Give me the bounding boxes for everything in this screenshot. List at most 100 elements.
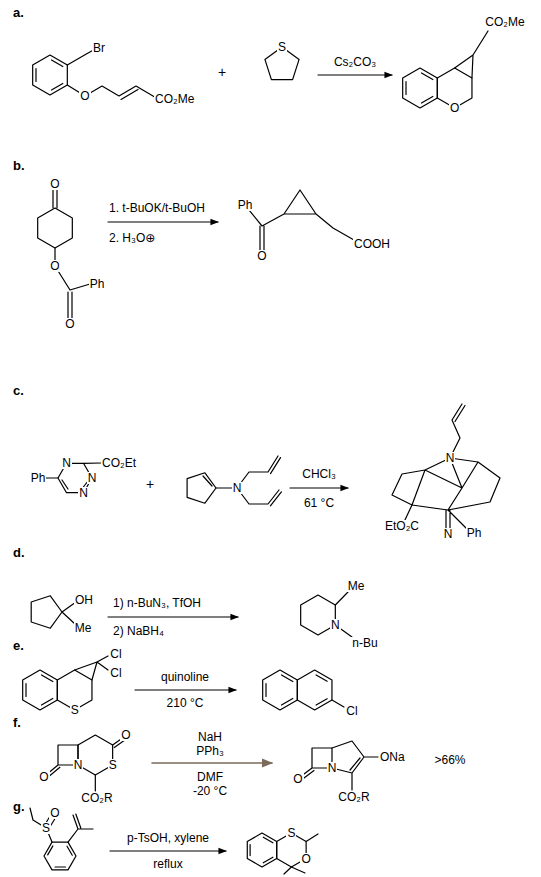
reaction-a: [33, 31, 488, 108]
atom-label: O: [449, 102, 460, 114]
reagent-label: CHCl₃: [301, 468, 337, 480]
reaction-f: [95, 737, 125, 791]
reaction-e: [263, 670, 298, 710]
atom-label: O: [292, 773, 303, 785]
plus-sign: +: [217, 65, 227, 79]
atom-label: Ph: [30, 472, 47, 484]
reaction-e: [316, 675, 344, 707]
yield-label: >66%: [433, 754, 466, 766]
atom-label: S: [277, 41, 287, 53]
atom-label: n-Bu: [351, 637, 378, 649]
atom-label: CO₂Me: [484, 16, 525, 28]
atom-label: Me: [347, 580, 366, 592]
atom-label: S: [286, 827, 296, 839]
reagent-label: reflux: [152, 858, 183, 870]
reaction-b: [38, 208, 73, 248]
reaction-f: [46, 735, 378, 791]
atom-label: CO₂Et: [101, 457, 137, 469]
reagent-label: 61 °C: [303, 497, 335, 509]
reaction-c: [290, 487, 348, 488]
atom-label: N: [73, 759, 84, 771]
reaction-d: [108, 616, 238, 617]
reagent-label: 2. H₃O⊕: [108, 232, 156, 244]
section-letter: f.: [12, 716, 22, 729]
atom-label: Ph: [466, 527, 483, 539]
atom-label: O: [49, 178, 60, 190]
reaction-c: [392, 458, 500, 528]
atom-label: Ph: [237, 199, 254, 211]
atom-label: ONa: [379, 751, 406, 763]
plus-sign: +: [145, 477, 155, 491]
reaction-a: [318, 74, 392, 75]
reaction-g: [68, 814, 93, 842]
reaction-b: [38, 190, 354, 320]
reaction-g: [110, 850, 226, 851]
atom-label: O: [256, 250, 267, 262]
atom-label: O: [300, 853, 311, 865]
atom-label: CO₂R: [80, 792, 113, 804]
section-letter: e.: [12, 639, 25, 652]
atom-label: N: [232, 482, 243, 494]
atom-label: N: [61, 457, 72, 469]
atom-label: OH: [74, 594, 94, 606]
reagent-label: p-TsOH, xylene: [126, 832, 210, 844]
reaction-f: [152, 762, 272, 764]
reaction-b: [53, 190, 90, 320]
reaction-a: [403, 68, 438, 108]
reagent-label: NaH: [197, 731, 223, 743]
reaction-a: [455, 31, 488, 78]
reagent-label: PPh₃: [195, 745, 225, 757]
reagent-label: -20 °C: [192, 785, 228, 797]
atom-label: N: [445, 452, 456, 464]
reagent-label: 2) NaBH₄: [112, 625, 165, 637]
reaction-g: [284, 834, 318, 874]
reaction-g: [247, 833, 276, 867]
atom-label: Br: [92, 42, 106, 54]
reaction-c: [45, 463, 101, 490]
atom-label: S: [108, 759, 118, 771]
reagent-label: 1. t-BuOK/t-BuOH: [108, 202, 206, 214]
section-letter: d.: [12, 546, 26, 559]
atom-label: O: [49, 260, 60, 272]
reaction-e: [23, 670, 58, 710]
section-letter: c.: [12, 384, 25, 397]
atom-label: O: [38, 771, 49, 783]
reaction-b: [108, 221, 218, 222]
reaction-c: [45, 404, 500, 528]
atom-label: O: [49, 807, 60, 819]
atom-label: CO₂Me: [154, 93, 195, 105]
atom-label: O: [64, 318, 75, 330]
reagent-label: quinoline: [160, 671, 210, 683]
reagent-label: Cs₂CO₃: [333, 56, 377, 68]
atom-label: Cl: [109, 667, 122, 679]
atom-label: N: [443, 528, 454, 540]
reaction-c: [203, 456, 281, 506]
atom-label: O: [120, 729, 131, 741]
reaction-f: [332, 741, 378, 790]
atom-label: N: [327, 762, 338, 774]
atom-label: Me: [74, 622, 93, 634]
atom-label: S: [41, 822, 51, 834]
atom-label: Ph: [89, 278, 106, 290]
reaction-e: [135, 689, 236, 690]
atom-label: Cl: [345, 705, 358, 717]
atom-label: N: [78, 487, 89, 499]
reagent-label: 1) n-BuN₃, TfOH: [112, 597, 202, 609]
section-letter: a.: [12, 6, 25, 19]
atom-label: CO₂R: [337, 791, 370, 803]
reaction-e: [297, 670, 332, 710]
reaction-e: [75, 656, 108, 680]
reaction-b: [245, 190, 354, 252]
reaction-c: [187, 473, 216, 503]
reaction-d: [31, 596, 62, 628]
atom-label: COOH: [353, 238, 391, 250]
atom-label: EtO₂C: [384, 520, 420, 532]
atom-label: O: [79, 90, 90, 102]
reaction-g: [30, 808, 318, 877]
section-letter: b.: [12, 159, 26, 172]
atom-label: Cl: [109, 648, 122, 660]
reaction-c: [450, 404, 465, 458]
reaction-d: [31, 592, 352, 637]
reaction-g: [40, 835, 80, 877]
